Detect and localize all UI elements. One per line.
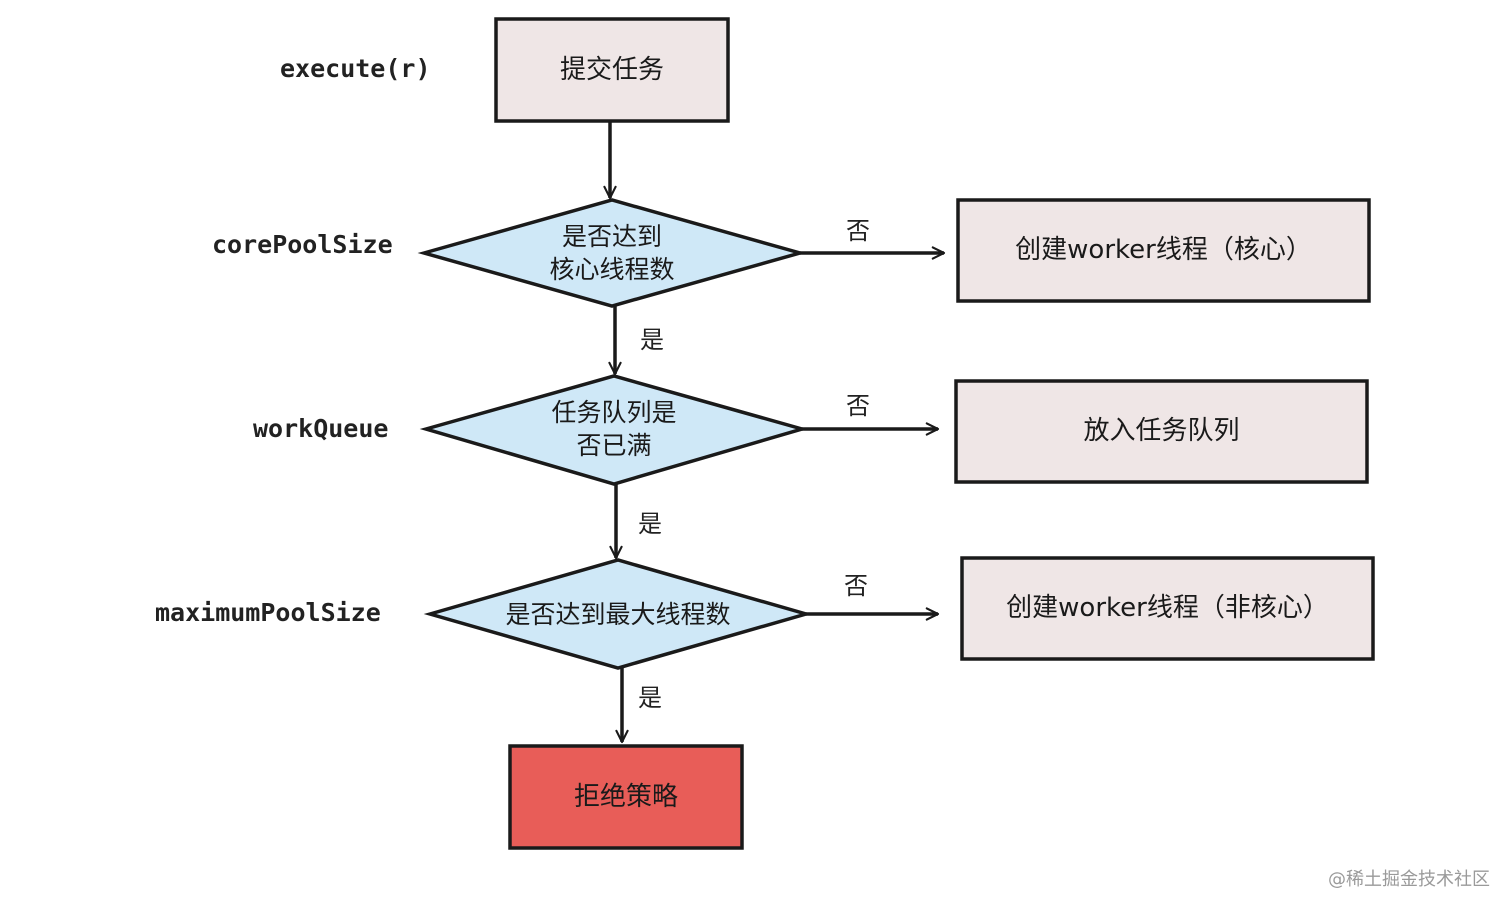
execute-label: execute(r) [280,54,431,83]
yes-label-max: 是 [638,684,662,712]
reject-text: 拒绝策略 [573,781,678,812]
enqueue-text: 放入任务队列 [1083,416,1240,446]
check-max-text: 是否达到最大线程数 [505,599,731,629]
no-label-queue: 否 [846,392,870,420]
work-queue-label: workQueue [253,414,389,443]
watermark: @稀土掘金技术社区 [1328,869,1490,890]
yes-label-queue: 是 [638,510,662,538]
check-core-text: 是否达到 核心线程数 [549,222,675,284]
no-label-core: 否 [846,217,870,245]
create-core-text: 创建worker线程（核心） [1015,235,1312,265]
maximum-pool-size-label: maximumPoolSize [155,598,381,627]
create-noncore-box [960,556,1375,661]
create-core-box [956,198,1371,303]
create-noncore-text: 创建worker线程（非核心） [1006,593,1329,623]
submit-box [494,17,730,123]
yes-label-core: 是 [640,326,664,354]
enqueue-box [954,379,1369,484]
no-label-max: 否 [844,572,868,600]
core-pool-size-label: corePoolSize [212,230,393,259]
check-queue-text: 任务队列是 否已满 [551,398,677,460]
submit-text: 提交任务 [559,54,664,85]
reject-box [508,744,744,850]
